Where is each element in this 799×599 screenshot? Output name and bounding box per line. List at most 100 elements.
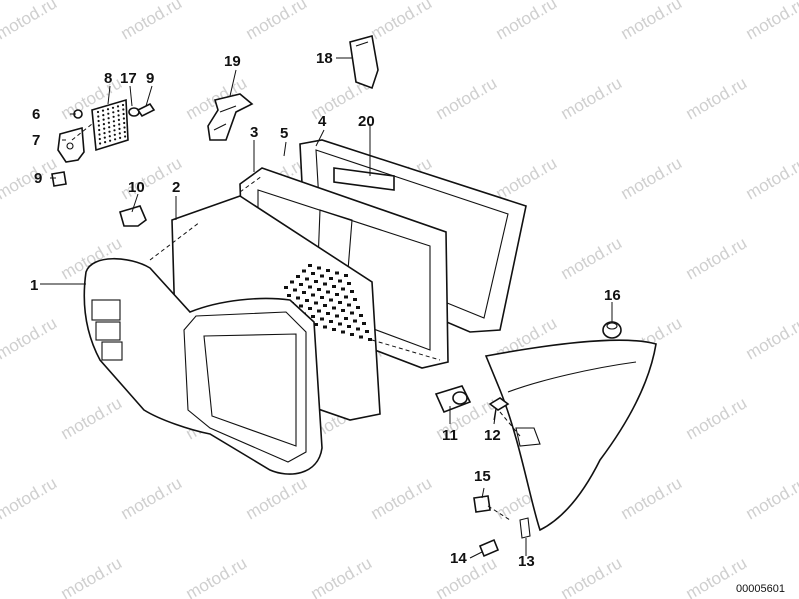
grille-hole (98, 128, 101, 132)
panel-hole (317, 288, 321, 291)
panel-hole (362, 322, 366, 325)
watermark-text: motod.ru (743, 473, 799, 523)
grille-hole (117, 109, 120, 112)
callout-20: 20 (358, 113, 375, 130)
watermark-text: motod.ru (433, 73, 501, 123)
panel-hole (332, 306, 336, 310)
watermark-text: motod.ru (618, 473, 686, 523)
panel-hole (338, 301, 342, 304)
panel-hole (356, 306, 360, 309)
callout-15: 15 (474, 468, 491, 485)
grille-hole (96, 110, 100, 114)
callout-1: 1 (30, 277, 38, 294)
panel-hole (326, 312, 330, 315)
panel-hole (335, 271, 339, 275)
part-13-tab (519, 517, 531, 539)
part-8-grille (91, 98, 129, 152)
panel-hole (305, 277, 309, 281)
part-19-bracket (207, 93, 254, 141)
grille-hole (112, 111, 115, 114)
watermark-text: motod.ru (118, 473, 186, 523)
panel-hole (320, 274, 324, 278)
watermark-text: motod.ru (743, 153, 799, 203)
watermark-text: motod.ru (618, 153, 686, 203)
watermark-text: motod.ru (743, 313, 799, 363)
panel-hole (299, 283, 303, 286)
panel-hole (308, 285, 312, 289)
callout-6: 6 (32, 106, 40, 123)
panel-hole (359, 335, 363, 339)
panel-hole (311, 293, 315, 297)
panel-hole (299, 304, 303, 308)
watermark-text: motod.ru (118, 0, 186, 43)
watermark-text: motod.ru (683, 233, 751, 283)
grille-hole (122, 108, 125, 111)
part-7-bracket (57, 126, 85, 163)
watermark-text: motod.ru (368, 473, 436, 523)
panel-hole (323, 282, 327, 286)
grille-hole (112, 120, 115, 123)
grille-hole (97, 119, 100, 123)
panel-hole (317, 309, 321, 313)
grille-hole (118, 127, 121, 130)
panel-hole (344, 274, 348, 277)
panel-hole (341, 309, 345, 312)
grille-hole (117, 118, 120, 121)
grille-hole (103, 127, 106, 130)
panel-hole (302, 291, 306, 294)
grille-hole (119, 136, 122, 139)
watermark-text: motod.ru (368, 0, 436, 43)
grille-hole (103, 132, 106, 135)
grille-hole (109, 139, 112, 142)
callout-18: 18 (316, 50, 333, 67)
panel-hole (323, 304, 327, 307)
panel-hole (311, 272, 315, 275)
panel-hole (350, 311, 354, 315)
grille-hole (117, 114, 120, 117)
panel-hole (320, 317, 324, 321)
grille-hole (107, 121, 110, 124)
panel-hole (326, 290, 330, 294)
watermark-text: motod.ru (743, 0, 799, 43)
callout-10: 10 (128, 179, 145, 196)
watermark-text: motod.ru (558, 233, 626, 283)
callout-16: 16 (604, 287, 621, 304)
grille-hole (123, 126, 126, 129)
callout-8: 8 (104, 70, 112, 87)
grille-hole (97, 115, 100, 118)
panel-hole (314, 280, 318, 283)
panel-hole (311, 315, 315, 318)
panel-hole (356, 327, 360, 331)
callout-14: 14 (450, 550, 467, 567)
panel-hole (302, 269, 306, 273)
panel-hole (308, 307, 312, 310)
watermark-text: motod.ru (58, 553, 126, 599)
callout-17: 17 (120, 70, 137, 87)
panel-hole (317, 266, 321, 270)
panel-hole (326, 269, 330, 272)
part-10-clip (119, 205, 147, 227)
grille-hole (122, 117, 125, 120)
grille-hole (118, 132, 121, 135)
callout-7: 7 (32, 132, 40, 149)
part-16-grommet (602, 321, 622, 339)
grille-hole (102, 123, 105, 126)
watermark-text: motod.ru (618, 0, 686, 43)
grille-hole (121, 103, 125, 107)
grille-hole (101, 109, 105, 112)
panel-hole (287, 294, 291, 297)
panel-hole (323, 325, 327, 329)
grille-hole (108, 135, 111, 138)
panel-hole (347, 325, 351, 328)
watermark-text: motod.ru (0, 473, 60, 523)
callout-19: 19 (224, 53, 241, 70)
watermark-text: motod.ru (243, 0, 311, 43)
grille-hole (124, 135, 127, 138)
watermark-text: motod.ru (0, 313, 60, 363)
part-15-nut (473, 495, 491, 513)
part-18-seal (349, 34, 379, 90)
panel-hole (338, 322, 342, 326)
panel-hole (353, 298, 357, 301)
part-11-bracket (434, 385, 472, 414)
